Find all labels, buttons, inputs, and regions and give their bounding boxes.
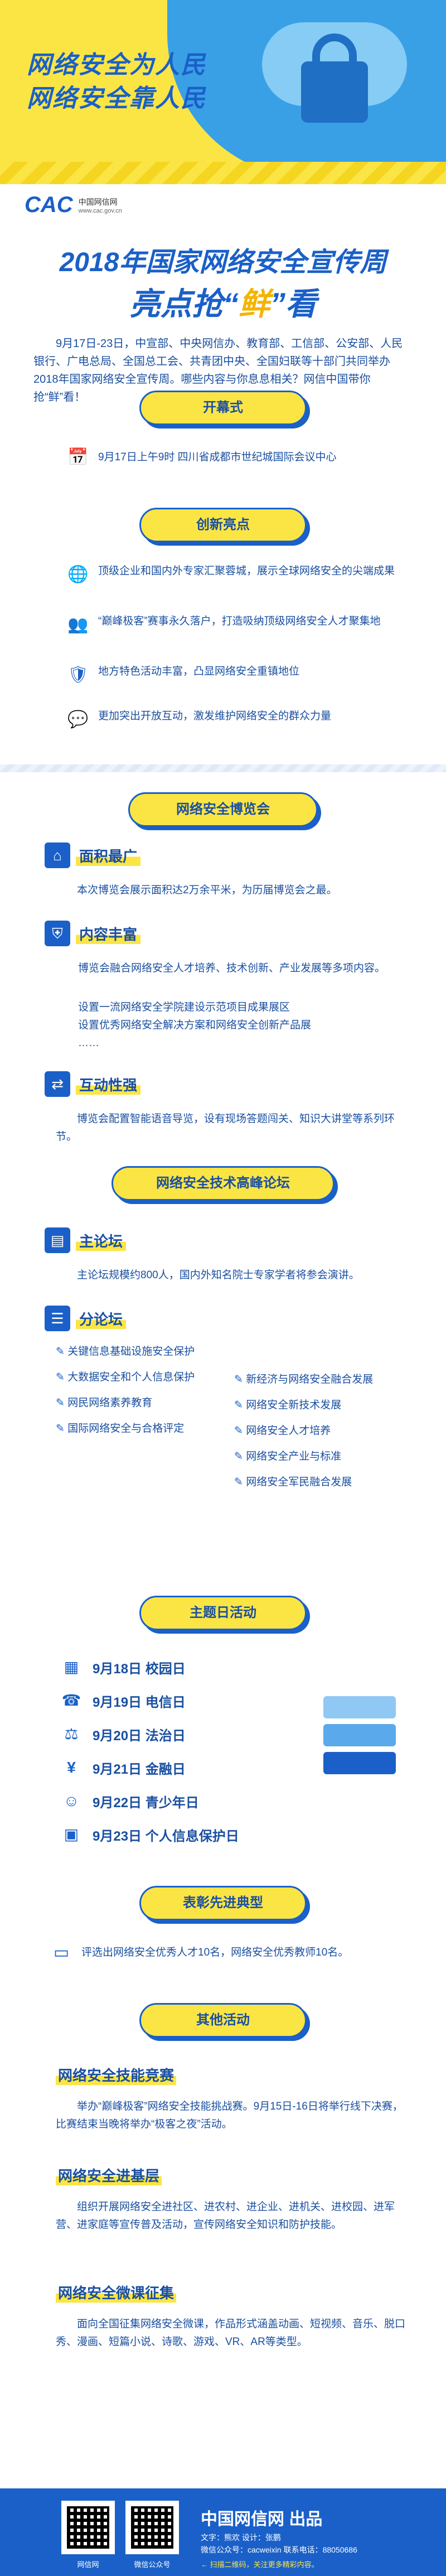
opening-heading: 开幕式 — [139, 391, 307, 425]
shield-icon: ⛨ — [45, 921, 70, 946]
expo-area-label: 面积最广 — [76, 845, 141, 866]
logo-name: 中国网信网 — [78, 197, 118, 206]
building-icon: ⌂ — [45, 842, 70, 868]
footer-title: 中国网信网 出品 — [201, 2510, 323, 2529]
cac-logo: CAC 中国网信网 www.cac.gov.cn — [25, 192, 122, 218]
forum-left-list: 关键信息基础设施安全保护 大数据安全和个人信息保护 网民网络素养教育 国际网络安… — [56, 1339, 234, 1442]
theme-day: ☎9月19日 电信日 — [61, 1692, 186, 1710]
footer-contact: 微信公众号：cacweixin 联系电话：88050686 — [201, 2545, 357, 2554]
phone-icon: ☎ — [61, 1692, 81, 1709]
list-item: 网络安全军民融合发展 — [234, 1470, 424, 1495]
forum-main-label: 主论坛 — [76, 1230, 127, 1251]
page-title: 2018年国家网络安全宣传周 — [59, 248, 387, 277]
lock-icon — [301, 61, 368, 123]
page-subtitle: 亮点抢“鲜”看 — [129, 286, 317, 321]
expo-content-line: 设置一流网络安全学院建设示范项目成果展区 — [78, 1001, 290, 1013]
footer-hint: ← 扫描二维码，关注更多精彩内容。 — [201, 2560, 319, 2569]
expo-content-line: …… — [78, 1037, 99, 1049]
expo-content-label: 内容丰富 — [76, 923, 141, 944]
shield-check-icon: 🛡 — [67, 666, 89, 684]
awards-heading: 表彰先进典型 — [139, 1886, 307, 1920]
theme-day: ▣9月23日 个人信息保护日 — [61, 1824, 239, 1845]
contest-text: 举办“巅峰极客”网络安全技能挑战赛。9月15日-16日将举行线下决赛，比赛结束当… — [56, 2101, 403, 2130]
forum-sub-head: ☰ 分论坛 — [45, 1306, 127, 1331]
person-icon: ☺ — [63, 1792, 80, 1809]
interact-icon: ⇄ — [45, 1071, 70, 1097]
highlight-item: 🛡 地方特色活动丰富，凸显网络安全重镇地位 — [67, 664, 401, 686]
chat-icon: 💬 — [67, 710, 89, 729]
hero-slogan-2: 网络安全靠人民 — [27, 85, 206, 112]
theme-day: ▦9月18日 校园日 — [61, 1657, 186, 1677]
forum-heading: 网络安全技术高峰论坛 — [112, 1166, 334, 1201]
theme-day: ☺9月22日 青少年日 — [61, 1791, 199, 1811]
expo-interact-head: ⇄ 互动性强 — [45, 1071, 141, 1097]
expo-area-text: 本次博览会展示面积达2万余平米，为历届博览会之最。 — [77, 884, 337, 896]
forum-main-head: ▤ 主论坛 — [45, 1227, 127, 1253]
hero-stripe — [0, 162, 446, 184]
theme-day: ¥9月21日 金融日 — [61, 1758, 186, 1778]
qr-code — [61, 2501, 115, 2554]
contest-label: 网络安全技能竞赛 — [56, 2064, 177, 2085]
list-item: 网络安全人才培养 — [234, 1418, 424, 1444]
qr-caption: 微信公众号 — [134, 2560, 171, 2569]
subtitle-highlight: 鲜 — [239, 286, 270, 321]
globe-icon: 🌐 — [67, 565, 89, 584]
forum-sub-label: 分论坛 — [76, 1308, 127, 1329]
expo-content-line: 设置优秀网络安全解决方案和网络安全创新产品展 — [78, 1019, 312, 1031]
logo-url: www.cac.gov.cn — [78, 207, 122, 214]
highlight-item: 👥 “巅峰极客”赛事永久落户，打造吸纳顶级网络安全人才聚集地 — [67, 614, 401, 636]
gavel-icon: ⚖ — [64, 1725, 79, 1742]
calendar-clock-icon: 📅 — [67, 448, 89, 466]
highlight-item: 💬 更加突出开放互动，激发维护网络安全的群众力量 — [67, 709, 401, 731]
calendar-icon: ▦ — [64, 1658, 79, 1675]
micro-text: 面向全国征集网络安全微课，作品形式涵盖动画、短视频、音乐、脱口秀、漫画、短篇小说… — [56, 2318, 406, 2348]
qr-caption: 网信网 — [77, 2560, 99, 2569]
podium-icon: ▤ — [45, 1227, 70, 1253]
list-item: 大数据安全和个人信息保护 — [56, 1365, 234, 1390]
theme-day: ⚖9月20日 法治日 — [61, 1724, 185, 1744]
grassroots-label: 网络安全进基层 — [56, 2165, 162, 2185]
expo-heading: 网络安全博览会 — [128, 792, 318, 827]
highlight-item: 🌐 顶级企业和国内外专家汇聚蓉城，展示全球网络安全的尖端成果 — [67, 564, 401, 586]
list-item: 新经济与网络安全融合发展 — [234, 1367, 424, 1393]
highlights-heading: 创新亮点 — [139, 508, 307, 542]
footer-credit: 文字：熊欢 设计：张鹏 — [201, 2533, 281, 2542]
expo-content-head: ⛨ 内容丰富 — [45, 921, 141, 946]
server-stack-icon — [312, 1691, 407, 1791]
micro-label: 网络安全微课征集 — [56, 2282, 177, 2303]
expo-interact-text: 博览会配置智能语音导览，设有现场答题闯关、知识大讲堂等系列环节。 — [56, 1113, 395, 1143]
cac-logo-mark: CAC — [25, 192, 73, 217]
section-divider — [0, 764, 446, 772]
opening-text: 9月17日上午9时 四川省成都市世纪城国际会议中心 — [98, 451, 337, 463]
list-item: 网络安全新技术发展 — [234, 1393, 424, 1418]
opening-item: 📅 9月17日上午9时 四川省成都市世纪城国际会议中心 — [67, 446, 413, 469]
list-item: 国际网络安全与合格评定 — [56, 1416, 234, 1442]
forum-main-text: 主论坛规模约800人，国内外知名院士专家学者将参会演讲。 — [77, 1269, 360, 1281]
intro-paragraph: 9月17日-23日，中宣部、中央网信办、教育部、工信部、公安部、人民银行、广电总… — [33, 338, 403, 403]
list-item: 关键信息基础设施安全保护 — [56, 1339, 234, 1365]
coin-icon: ¥ — [67, 1759, 76, 1776]
people-icon: 👥 — [67, 615, 89, 634]
sub-forum-icon: ☰ — [45, 1306, 70, 1331]
theme-days-heading: 主题日活动 — [139, 1596, 307, 1630]
hero-slogan-1: 网络安全为人民 — [27, 51, 206, 79]
expo-content-line: 博览会融合网络安全人才培养、技术创新、产业发展等多项内容。 — [78, 962, 386, 974]
other-heading: 其他活动 — [139, 2003, 307, 2038]
hero-banner: 网络安全为人民 网络安全靠人民 — [0, 0, 446, 184]
expo-area-head: ⌂ 面积最广 — [45, 842, 141, 868]
qr-code — [125, 2501, 179, 2554]
awards-text: 评选出网络安全优秀人才10名，网络安全优秀教师10名。 — [81, 1947, 349, 1958]
awards-item: ▭ 评选出网络安全优秀人才10名，网络安全优秀教师10名。 — [50, 1942, 429, 1964]
forum-right-list: 新经济与网络安全融合发展 网络安全新技术发展 网络安全人才培养 网络安全产业与标… — [234, 1367, 424, 1495]
grassroots-text: 组织开展网络安全进社区、进农村、进企业、进机关、进校园、进军营、进家庭等宣传普及… — [56, 2201, 395, 2231]
expo-interact-label: 互动性强 — [76, 1073, 141, 1095]
footer: 网信网 微信公众号 中国网信网 出品 文字：熊欢 设计：张鹏 微信公众号：cac… — [0, 2488, 446, 2576]
list-item: 网民网络素养教育 — [56, 1390, 234, 1416]
award-icon: ▭ — [53, 1943, 70, 1962]
list-item: 网络安全产业与标准 — [234, 1444, 424, 1470]
id-icon: ▣ — [64, 1826, 79, 1843]
